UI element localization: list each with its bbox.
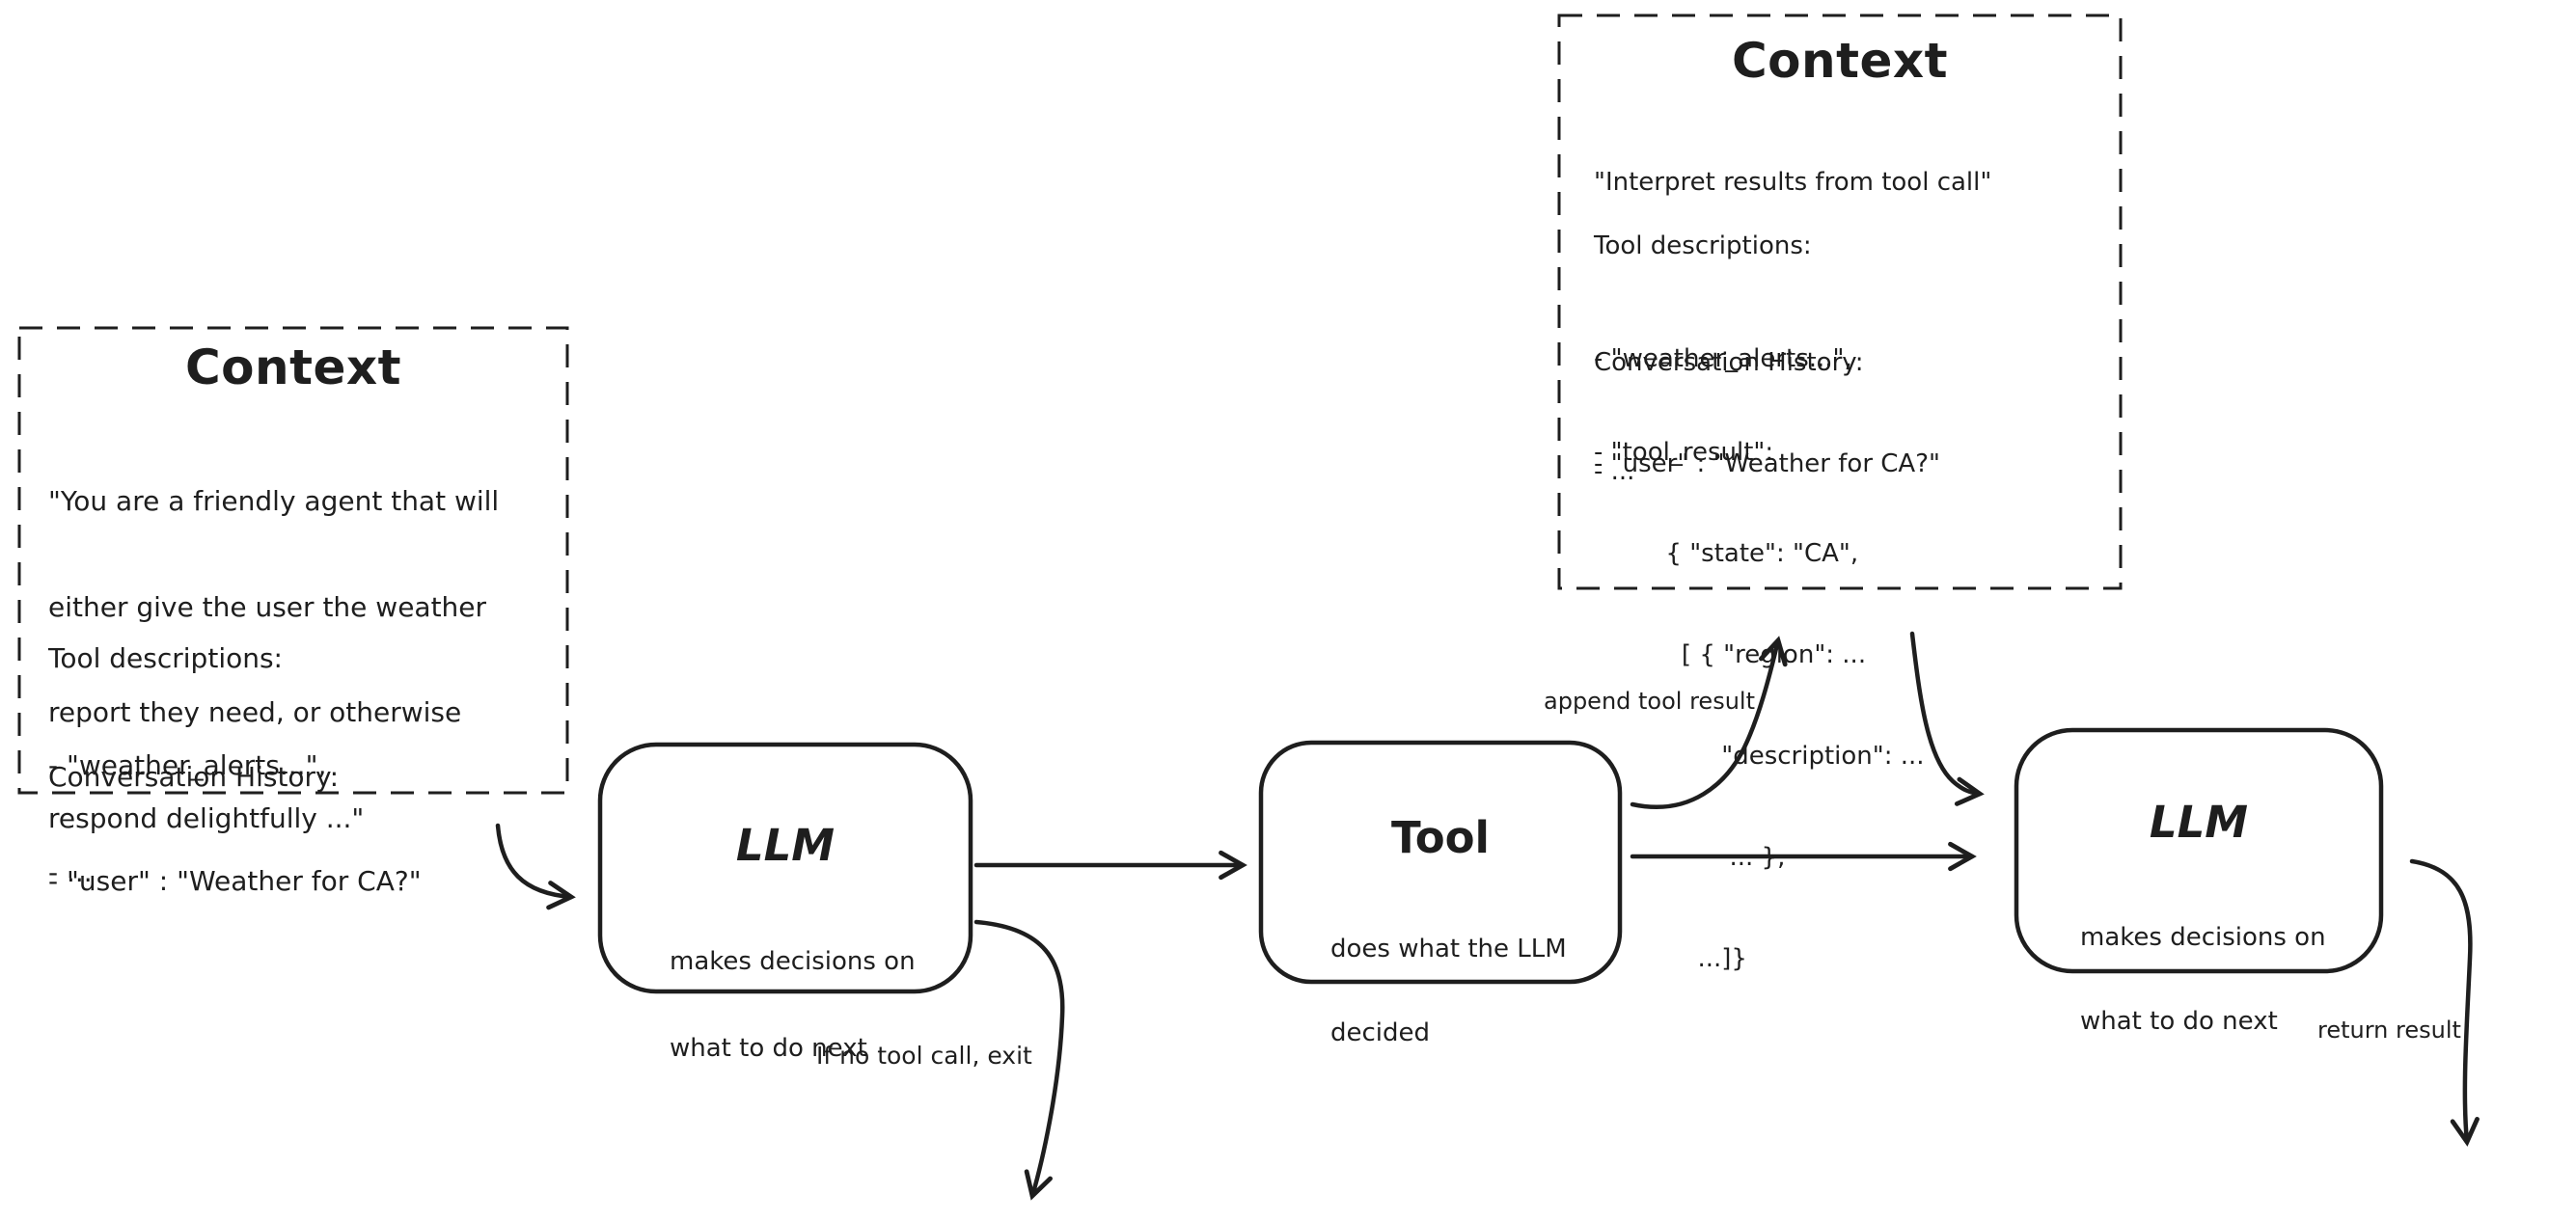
arrow-context-to-llm2 <box>1909 631 1985 806</box>
context-left-outline <box>17 326 569 795</box>
label-if-no-tool-call-exit: If no tool call, exit <box>816 1042 1032 1070</box>
text-line: ...]} <box>1594 944 1747 973</box>
text-line: what to do next <box>670 1034 867 1063</box>
text-line: Conversation History: <box>1594 348 1864 377</box>
text-line: ... }, <box>1594 843 1786 872</box>
llm-1-subtitle: makes decisions on what to do next <box>670 889 916 1121</box>
text-line: either give the user the weather <box>48 590 487 623</box>
context-top-right-tool-result: - "tool_result": { "state": "CA", [ { "r… <box>1594 368 1925 1044</box>
text-line: Tool descriptions: <box>1594 231 1812 260</box>
tool-subtitle: does what the LLM decided <box>1330 880 1567 1103</box>
context-left-tool-descriptions: Tool descriptions: - "weather_alerts..."… <box>48 569 326 962</box>
text-line: makes decisions on <box>670 947 916 976</box>
llm-2-subtitle: makes decisions on what to do next <box>2080 868 2326 1092</box>
tool-box <box>1258 740 1623 985</box>
text-line: - "weather_alerts...", <box>1594 344 1852 373</box>
text-line: Tool descriptions: <box>48 642 283 674</box>
context-top-right-system-prompt: "Interpret results from tool call" <box>1594 95 1991 269</box>
text-line: - "user" : "Weather for CA?" <box>48 865 422 897</box>
tool-title: Tool <box>1391 812 1490 863</box>
arrow-tool-to-context <box>1630 636 1788 810</box>
text-line: "You are a friendly agent that will <box>48 485 500 517</box>
text-line: Conversation History: <box>48 761 340 793</box>
text-line: respond delightfully ..." <box>48 801 365 834</box>
label-append-tool-result: append tool result <box>1544 688 1755 715</box>
llm-1-title: LLM <box>735 820 836 871</box>
llm-1-box <box>597 742 973 994</box>
context-top-right-outline <box>1557 14 2123 590</box>
context-left-title: Context <box>184 339 402 395</box>
text-line: { "state": "CA", <box>1594 539 1859 568</box>
text-line: "description": ... <box>1594 742 1925 771</box>
arrow-context-to-llm1 <box>495 823 576 910</box>
arrow-llm1-exit <box>973 919 1065 1201</box>
llm-2-title: LLM <box>2149 797 2249 848</box>
context-top-right-title: Context <box>1731 33 1949 89</box>
text-line: - ... <box>48 856 93 888</box>
text-line: [ { "region": ... <box>1594 640 1867 669</box>
context-left-system-prompt: "You are a friendly agent that will eith… <box>48 414 499 907</box>
text-line: makes decisions on <box>2080 923 2326 952</box>
label-return-result: return result <box>2317 1017 2461 1044</box>
context-left-conversation-history: Conversation History: - "user" : "Weathe… <box>48 691 422 968</box>
text-line: what to do next <box>2080 1007 2278 1036</box>
context-top-right-conversation-history: Conversation History: - "user" : "Weathe… <box>1594 279 1940 549</box>
text-line: does what the LLM <box>1330 935 1567 963</box>
llm-2-box <box>2014 727 2384 974</box>
arrow-llm2-return <box>2409 858 2480 1147</box>
text-line: report they need, or otherwise <box>48 696 462 728</box>
text-line: - ... <box>1594 457 1635 486</box>
text-line: - "user" : "Weather for CA?" <box>1594 449 1940 478</box>
context-top-right-tool-descriptions: Tool descriptions: - "weather_alerts..."… <box>1594 152 1852 566</box>
text-line: "Interpret results from tool call" <box>1594 168 1992 197</box>
text-line: decided <box>1330 1018 1431 1047</box>
text-line: - "tool_result": <box>1594 438 1774 467</box>
text-line: - "weather_alerts...", <box>48 749 327 781</box>
